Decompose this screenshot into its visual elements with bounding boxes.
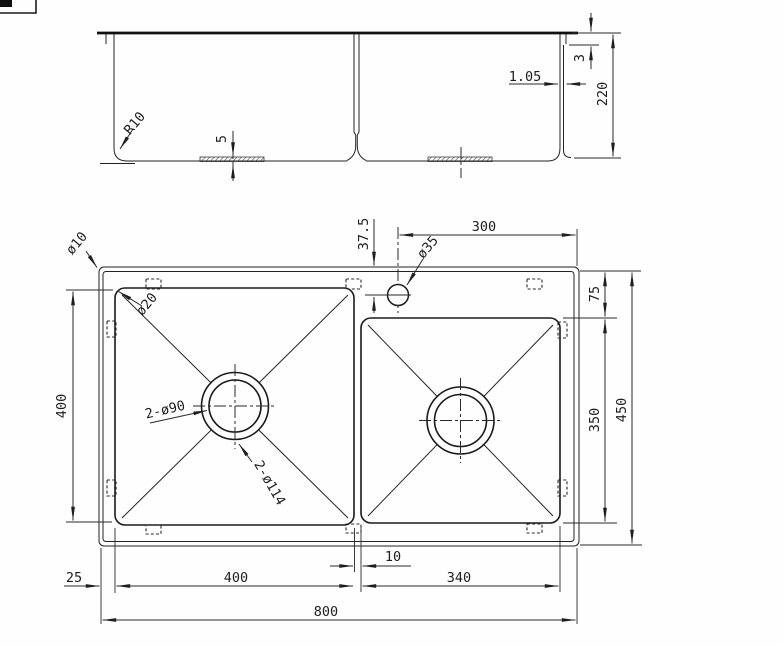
right-bowl	[360, 317, 561, 524]
dim-divider-width: 10	[330, 549, 411, 568]
mounting-clip	[557, 479, 568, 497]
bottom-extension-lines	[100, 526, 578, 624]
dim-drain-outer: 2-ø114	[238, 443, 289, 508]
title-block-border	[0, 0, 37, 14]
mounting-clip	[345, 278, 362, 290]
mounting-clip	[345, 523, 362, 534]
dim-wall-thickness: 1.05	[509, 69, 586, 86]
dim-left-bowl-width: 400	[116, 570, 354, 588]
dim-label: ø35	[414, 233, 442, 262]
mounting-clip	[557, 321, 568, 339]
dim-back-rim-to-bowl: 75	[563, 270, 641, 319]
right-drain-boss	[427, 156, 493, 162]
dim-right-bowl-length: 350	[563, 319, 617, 524]
dim-label: 1.05	[509, 69, 542, 85]
right-bowl-wall-bottom	[366, 34, 561, 162]
title-block-corner	[0, 0, 37, 14]
dim-faucet-offset-side: 300	[399, 219, 578, 266]
dim-label: 340	[447, 570, 471, 586]
left-bowl	[114, 287, 355, 526]
mounting-clip	[526, 278, 543, 290]
dim-bowl-corner: ø20	[118, 290, 161, 319]
logo-mark	[0, 0, 12, 7]
right-wall-outer-surface	[563, 45, 572, 158]
dim-right-bowl-width: 340	[362, 570, 559, 588]
mounting-clip	[526, 523, 543, 534]
dim-left-bowl-length: 400	[54, 289, 113, 523]
dim-label: 2-ø90	[144, 398, 187, 423]
left-bowl-edge	[114, 287, 355, 526]
mounting-clips	[106, 278, 568, 535]
dim-label: 220	[595, 82, 611, 106]
dim-label: 37.5	[356, 218, 372, 251]
dim-label: ø20	[133, 290, 161, 319]
dim-drain-boss-height: 5	[214, 131, 235, 181]
divider-left-line	[346, 34, 357, 161]
dim-overall-depth-plan: 450	[580, 272, 642, 546]
dim-overall-width: 800	[102, 604, 576, 622]
dim-label: 2-ø114	[250, 458, 288, 508]
dim-label: 350	[587, 408, 603, 432]
dim-label: ø10	[63, 229, 91, 258]
right-bowl-edge	[360, 317, 561, 524]
dim-label: 800	[314, 604, 338, 620]
dim-drain-inner: 2-ø90	[144, 398, 208, 424]
dim-label: 3	[572, 54, 588, 62]
dim-label: 75	[587, 286, 603, 302]
dim-label: 450	[614, 398, 630, 422]
left-drain-boss	[199, 156, 265, 162]
dim-label: 400	[224, 570, 248, 586]
dim-label: 25	[66, 570, 82, 586]
dim-label: 5	[214, 135, 230, 143]
dim-outer-corner: ø10	[63, 229, 98, 268]
dim-label: 400	[54, 394, 70, 418]
dim-label: 300	[472, 219, 496, 235]
dim-overall-depth-side: 220	[572, 32, 621, 159]
dim-faucet-offset-back: 37.5	[356, 218, 390, 313]
side-elevation-view: R10 5 1.05 3 220	[97, 13, 621, 181]
dim-rim-lip-height: 3	[569, 13, 599, 69]
plan-view: ø10 ø20 37.5 300 ø35	[54, 218, 642, 624]
mounting-clip	[145, 278, 162, 290]
dim-faucet-hole: ø35	[406, 233, 442, 286]
mounting-clip	[106, 479, 117, 497]
dim-label: R10	[121, 109, 149, 138]
dim-left-rim-width: 25	[64, 570, 100, 588]
left-bowl-wall-bottom	[113, 34, 347, 162]
mounting-clip	[145, 524, 162, 535]
mounting-clip	[106, 320, 117, 338]
divider-right-line	[356, 34, 367, 161]
rim-outer-edge	[98, 266, 580, 547]
rim-inner-edge	[102, 271, 575, 542]
dim-label: 10	[385, 549, 401, 565]
faucet-hole	[385, 227, 411, 313]
dim-corner-radius: R10	[119, 109, 149, 150]
